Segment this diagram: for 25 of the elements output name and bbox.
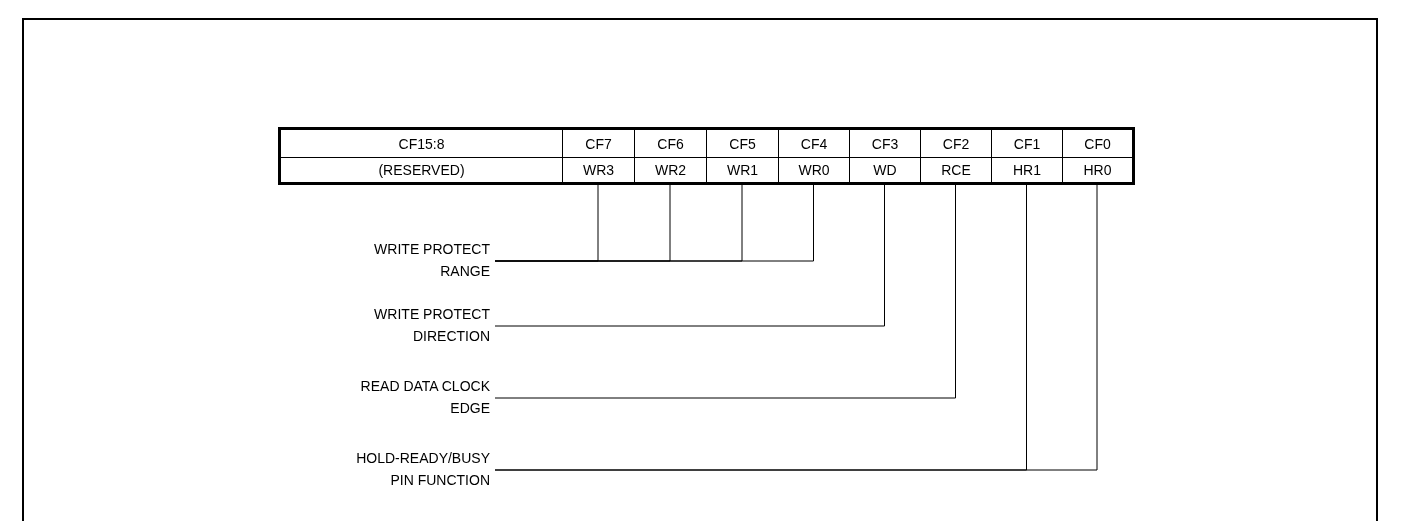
bit-field: WR3 — [562, 157, 634, 182]
bit-field: RCE — [920, 157, 991, 182]
field-label: WRITE PROTECT RANGE — [340, 238, 490, 282]
bit-field: CF6 — [634, 130, 706, 157]
bit-field: (RESERVED) — [281, 157, 562, 182]
bit-field: WD — [849, 157, 920, 182]
field-label: HOLD-READY/BUSY PIN FUNCTION — [340, 447, 490, 491]
bit-field: CF2 — [920, 130, 991, 157]
bit-field: WR2 — [634, 157, 706, 182]
bit-field: CF15:8 — [281, 130, 562, 157]
bit-field: WR0 — [778, 157, 849, 182]
bit-field: HR0 — [1062, 157, 1132, 182]
leader-line — [494, 184, 956, 399]
bit-field: CF3 — [849, 130, 920, 157]
field-label: READ DATA CLOCK EDGE — [340, 375, 490, 419]
bit-field: CF1 — [991, 130, 1062, 157]
bit-field: CF7 — [562, 130, 634, 157]
bit-field: CF0 — [1062, 130, 1132, 157]
bit-field: HR1 — [991, 157, 1062, 182]
bit-field: CF5 — [706, 130, 778, 157]
leader-line — [494, 184, 885, 327]
bit-field: WR1 — [706, 157, 778, 182]
bit-field: CF4 — [778, 130, 849, 157]
leader-line — [494, 184, 814, 262]
field-label: WRITE PROTECT DIRECTION — [340, 303, 490, 347]
